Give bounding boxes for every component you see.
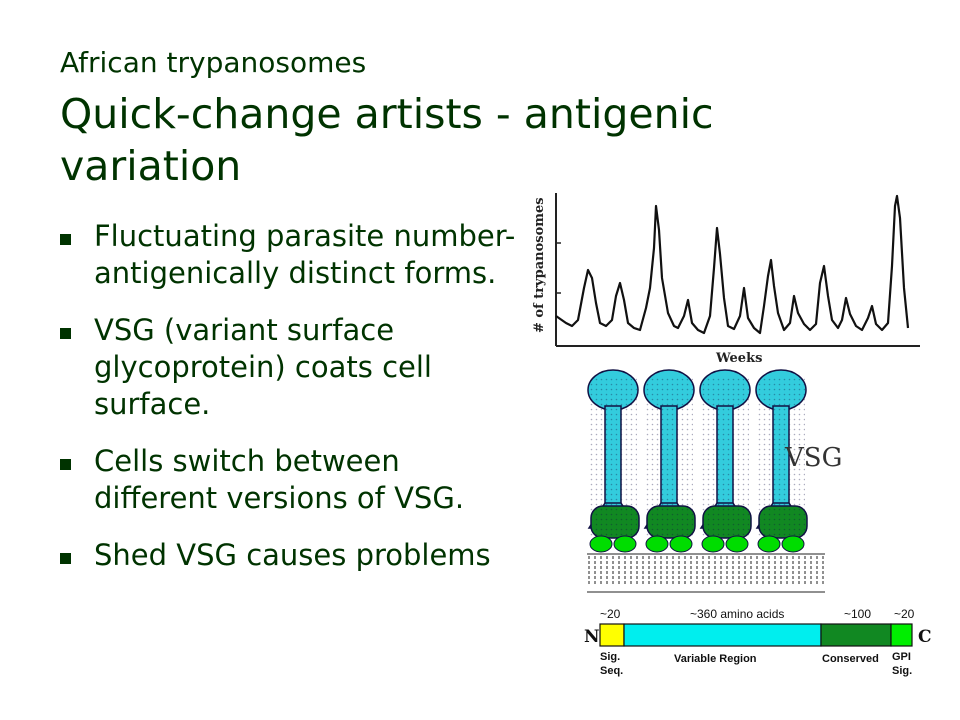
graph-x-label: Weeks: [715, 351, 762, 366]
vsg-molecule: [755, 369, 808, 553]
vsg-domain-map: ~20 ~360 amino acids ~100 ~20 N C Sig.Se…: [584, 607, 932, 677]
domain-top-label: ~20: [894, 607, 915, 621]
vsg-membrane-figure: VSG: [587, 369, 842, 593]
bullet-item: VSG (variant surface glycoprotein) coats…: [60, 312, 530, 423]
sig-seq-label: Sig.Seq.: [600, 651, 623, 677]
conserved-label: Conserved: [822, 653, 879, 665]
bullet-text: Shed VSG causes problems: [94, 538, 491, 572]
domain-top-label: ~20: [600, 607, 621, 621]
bullet-text: Cells switch between different versions …: [94, 444, 465, 515]
vsg-molecule: [587, 369, 640, 553]
parasitemia-curve: [555, 194, 910, 335]
domain-top-label: ~100: [844, 607, 871, 621]
vsg-molecule: [699, 369, 752, 553]
variable-region-domain: [623, 623, 822, 647]
gpi-sig-domain: [890, 623, 913, 647]
vsg-molecule: [643, 369, 696, 553]
bullet-text: Fluctuating parasite number- antigenical…: [94, 219, 516, 290]
bullet-text: VSG (variant surface glycoprotein) coats…: [94, 313, 432, 421]
square-bullet-icon: [60, 553, 71, 564]
slide-title: Quick-change artists - antigenic variati…: [60, 90, 714, 190]
parasitemia-graph: # of trypanosomes Weeks: [532, 193, 920, 366]
conserved-domain: [820, 623, 892, 647]
square-bullet-icon: [60, 234, 71, 245]
c-terminus-label: C: [918, 627, 932, 647]
sig-seq-domain: [599, 623, 625, 647]
vsg-label: VSG: [784, 443, 842, 473]
graph-y-label: # of trypanosomes: [532, 197, 547, 333]
square-bullet-icon: [60, 459, 71, 470]
bullet-item: Cells switch between different versions …: [60, 443, 530, 517]
bullet-item: Fluctuating parasite number- antigenical…: [60, 218, 530, 292]
lipid-bilayer: [587, 553, 825, 593]
bullet-list: Fluctuating parasite number- antigenical…: [60, 218, 530, 594]
square-bullet-icon: [60, 328, 71, 339]
domain-top-label: ~360 amino acids: [690, 607, 784, 621]
n-terminus-label: N: [584, 627, 600, 647]
variable-region-label: Variable Region: [674, 653, 757, 665]
slide-subtitle: African trypanosomes: [60, 46, 367, 79]
bullet-item: Shed VSG causes problems: [60, 537, 530, 574]
